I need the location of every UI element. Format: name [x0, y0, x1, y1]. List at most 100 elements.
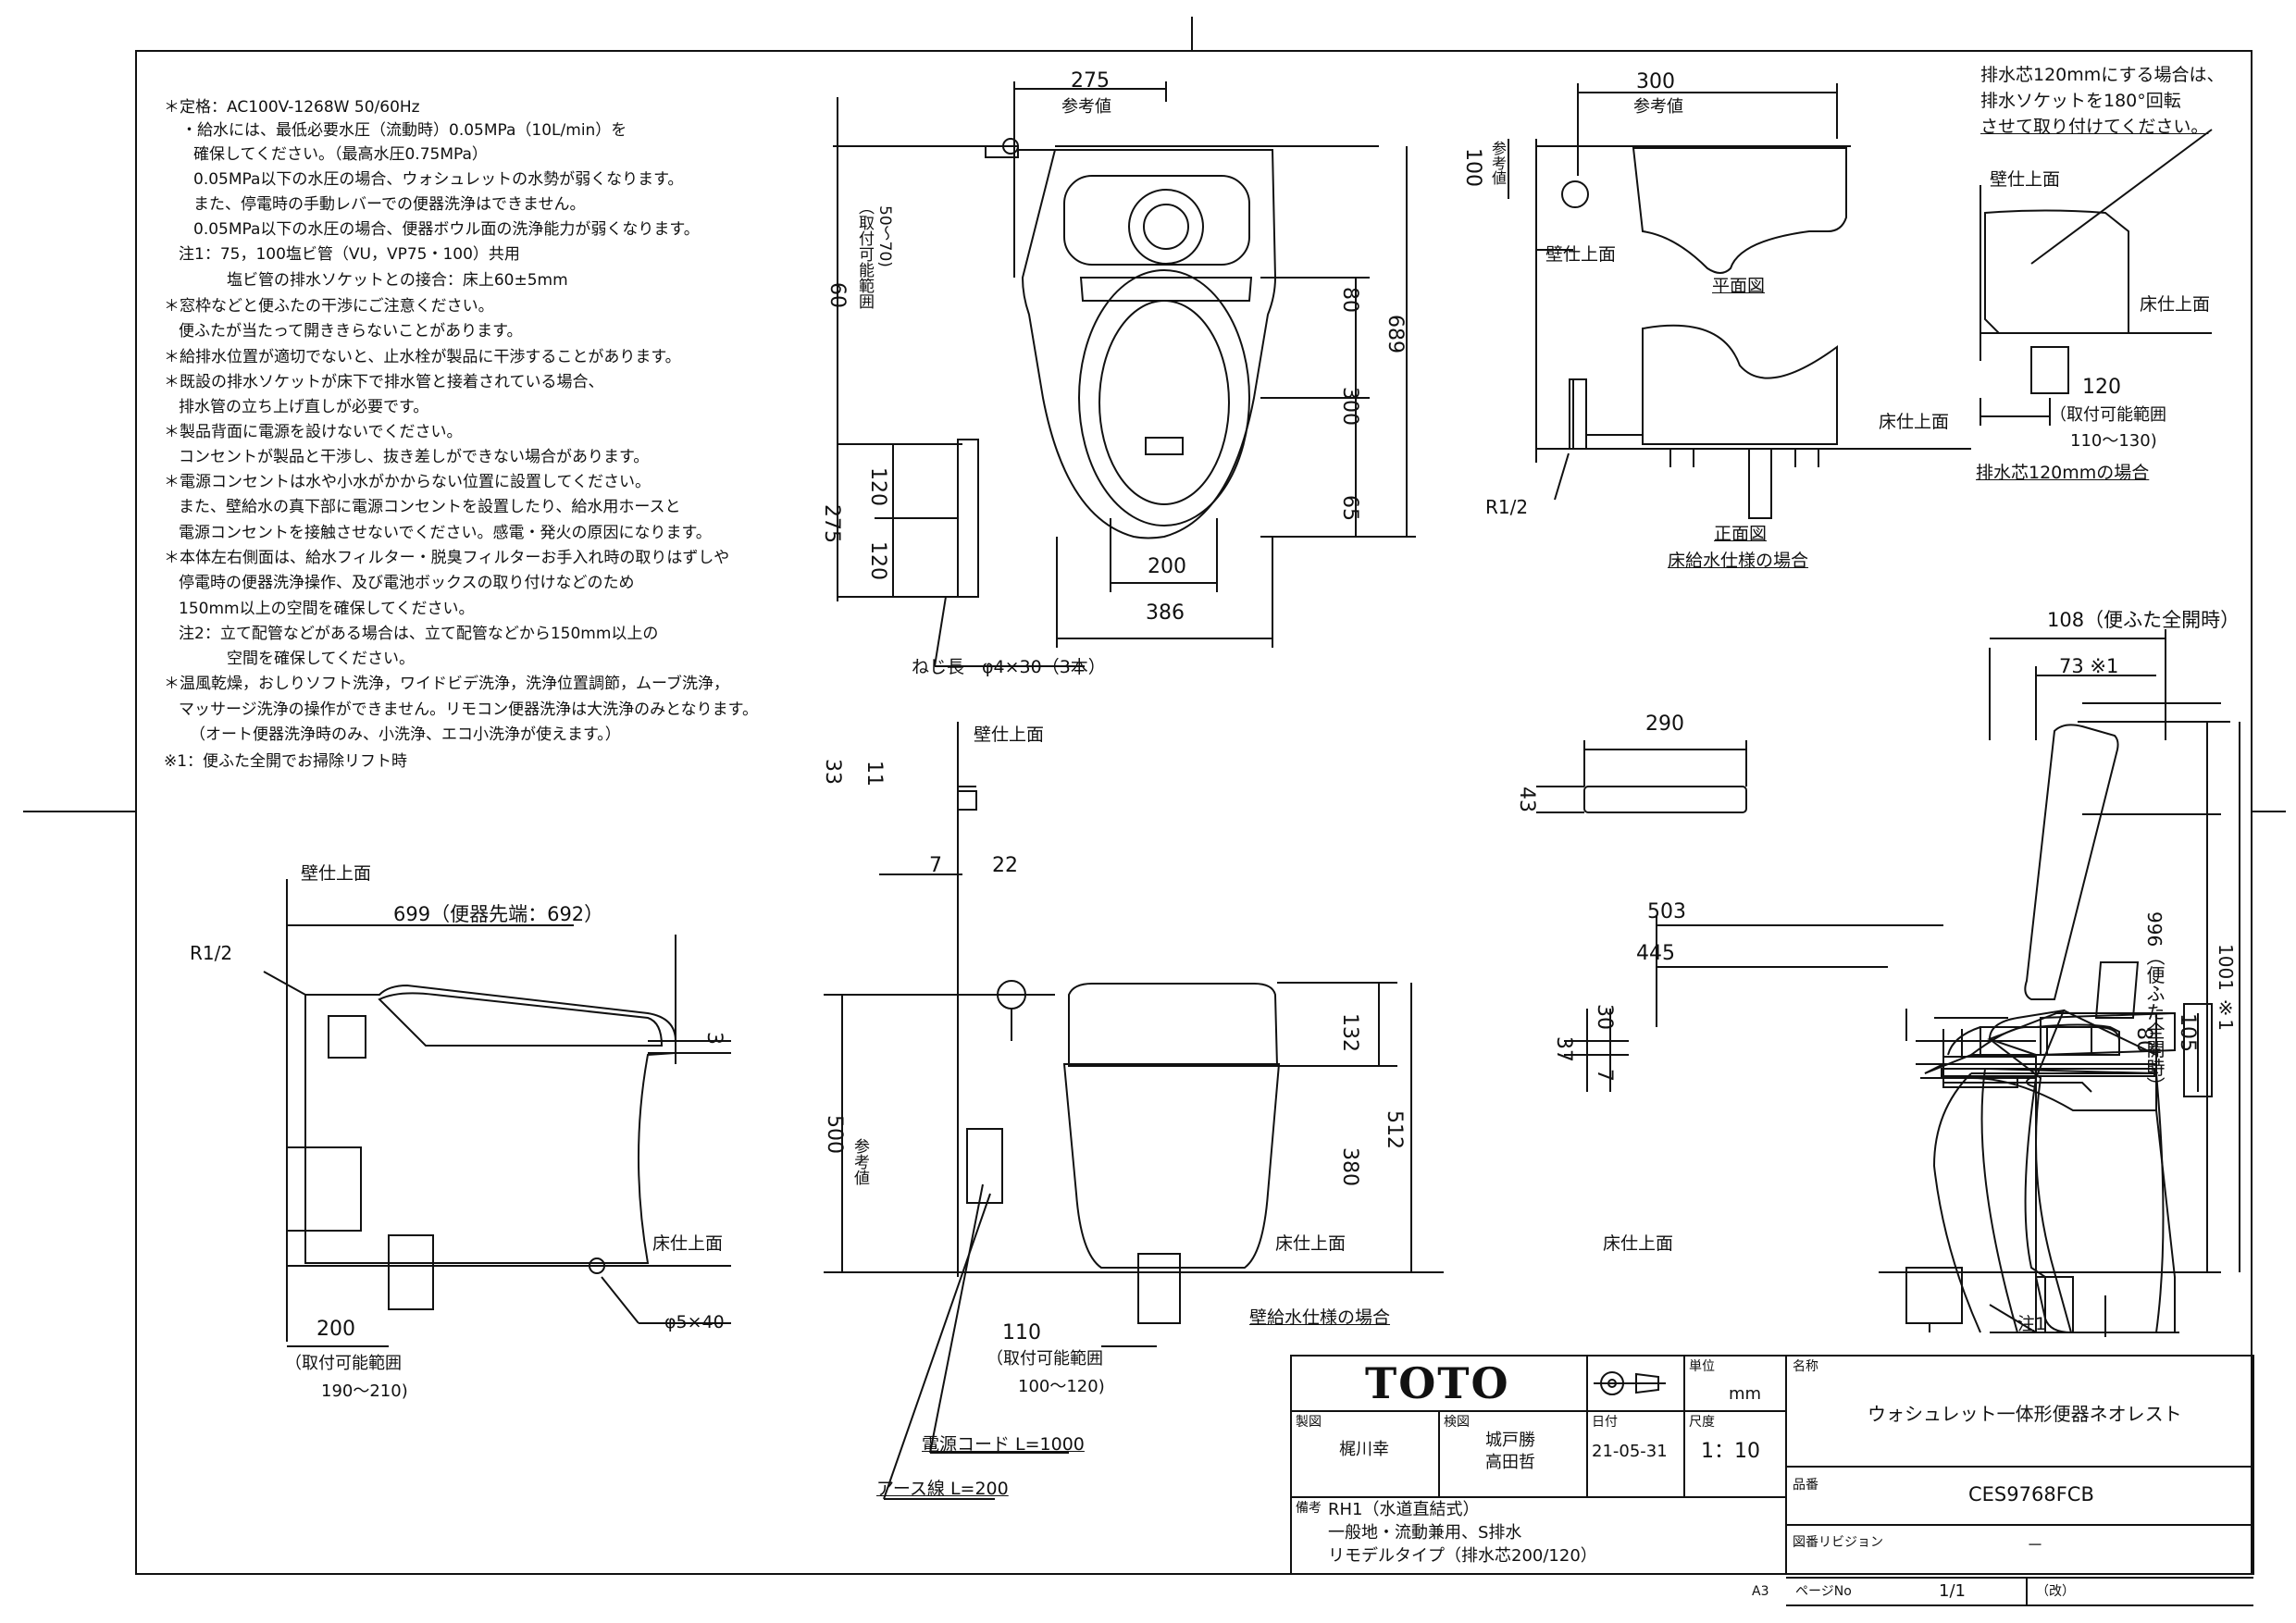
r12-label-top: R1/2 [1485, 496, 1529, 518]
dim-300: 300 [1338, 387, 1361, 426]
rs-bowl-curve [1932, 1072, 1981, 1333]
drain120-note-3: させて取り付けてください。 [1980, 117, 2209, 137]
dim-699: 699（便器先端：692） [393, 903, 604, 925]
wall-surface-label-4: 壁仕上面 [301, 863, 372, 884]
remote-view [1536, 740, 1747, 813]
center-front-view [824, 722, 1444, 1500]
plan-tank-line [1079, 277, 1253, 302]
dim-120b: 120 [866, 541, 889, 580]
remote-body [1583, 786, 1747, 813]
floor-surface-label-4: 床仕上面 [1275, 1233, 1347, 1254]
range-190210: 190～210) [321, 1381, 408, 1401]
remarks-2: 一般地・流動兼用、S排水 [1328, 1523, 1522, 1542]
drawn-label: 製図 [1296, 1415, 1322, 1430]
dim-108: 108（便ふた全開時） [2047, 609, 2240, 631]
dim-200: 200 [1148, 555, 1186, 578]
note-line: 空間を確保してください。 [227, 650, 415, 668]
dim-300b: 300 [1636, 70, 1675, 93]
side-drain [388, 1234, 434, 1310]
plan-nozzle [1145, 437, 1184, 455]
wall-supply-label: 壁給水仕様の場合 [1249, 1307, 1391, 1328]
dim-1001: 1001 ※1 [2215, 944, 2237, 1031]
note-line: ＊給排水位置が適切でないと、止水栓が製品に干渉することがあります。 [164, 348, 681, 366]
date-value: 21-05-31 [1592, 1442, 1668, 1461]
rs-body-front [1988, 1009, 2073, 1334]
note-line: 停電時の便器洗浄操作、及び電池ボックスの取り付けなどのため [179, 574, 635, 592]
wall-surface-label: 壁仕上面 [1545, 244, 1617, 265]
dim-3: 3 [702, 1032, 726, 1045]
dim-7a: 7 [929, 854, 942, 877]
dim-380: 380 [1338, 1147, 1361, 1186]
note-line: また、壁給水の真下部に電源コンセントを設置したり、給水用ホースと [179, 498, 681, 516]
note-line: （オート便器洗浄時のみ、小洗浄、エコ小洗浄が使えます。） [190, 725, 621, 744]
dim-80: 80 [1338, 287, 1361, 313]
note-line: 排水管の立ち上げ直しが必要です。 [179, 398, 429, 416]
checked-label: 検図 [1444, 1415, 1470, 1430]
range-5070: 50～70) [875, 205, 894, 267]
note-line: ＊定格：AC100V-1268W 50/60Hz [164, 98, 420, 117]
dim-60: 60 [825, 282, 849, 308]
bracket [957, 439, 979, 598]
floor-surface-label-3: 床仕上面 [1603, 1233, 1674, 1254]
dim-73: 73 ※1 [2059, 655, 2119, 677]
small-plan-outline [1632, 147, 1847, 274]
note-line: 注1：75，100塩ビ管（VU，VP75・100）共用 [179, 245, 520, 264]
small-plan-valve [1561, 180, 1589, 208]
scale-label: 尺度 [1689, 1415, 1715, 1430]
sheet-size: A3 [1752, 1584, 1769, 1599]
note-line: 0.05MPa以下の水圧の場合、ウォシュレットの水勢が弱くなります。 [193, 170, 684, 189]
note-line: また、停電時の手動レバーでの便器洗浄はできません。 [193, 195, 586, 214]
left-side-view [263, 879, 731, 1347]
plan-seat-hinge [1128, 189, 1204, 265]
note-line: マッサージ洗浄の操作ができません。リモコン便器洗浄は大洗浄のみとなります。 [179, 700, 758, 719]
note-line: ・給水には、最低必要水圧（流動時）0.05MPa（10L/min）を [181, 121, 627, 140]
note-line: コンセントが製品と干渉し、抜き差しができない場合があります。 [179, 448, 650, 466]
front-body [1062, 1063, 1281, 1269]
dim-105: 105 [2176, 1013, 2199, 1052]
floor-surface-label-5: 床仕上面 [652, 1233, 724, 1254]
product-name: ウォシュレット一体形便器ネオレスト [1868, 1403, 2182, 1425]
note-line: ＊製品背面に電源を設けないでください。 [164, 423, 463, 441]
range-label-3: （取付可能範囲 [987, 1349, 1103, 1369]
revision-value: － [2027, 1536, 2043, 1555]
drain120-label: 排水芯120mmの場合 [1976, 463, 2150, 483]
r12-label-side: R1/2 [190, 942, 233, 964]
dim-37: 37 [1552, 1036, 1575, 1062]
plan-view-label: 平面図 [1712, 276, 1766, 296]
side-lid [378, 992, 664, 1047]
dim-7b: 7 [1593, 1069, 1616, 1082]
range-110130: 110～130) [2070, 431, 2157, 451]
product-code: CES9768FCB [1968, 1483, 2094, 1505]
note-line: ＊既設の排水ソケットが床下で排水管と接着されている場合、 [164, 373, 604, 391]
drawn-by: 梶川幸 [1339, 1440, 1389, 1459]
note-line: 注2：立て配管などがある場合は、立て配管などから150mm以上の [179, 625, 659, 643]
note-line: 150mm以上の空間を確保してください。 [179, 600, 475, 618]
rs-vent [2046, 1026, 2092, 1056]
phi-label: φ5×40 [664, 1312, 725, 1332]
small-front-view [1536, 324, 1971, 519]
rs-open-lid [2024, 724, 2119, 1000]
remarks-label: 備考 [1296, 1501, 1322, 1516]
title-block-lines [1290, 1355, 2254, 1606]
dim-11: 11 [863, 761, 886, 787]
drain120-side-view [1980, 129, 2213, 426]
range-label-2: （取付可能範囲 [2050, 405, 2166, 425]
checked-by-2: 高田哲 [1485, 1453, 1535, 1472]
note-line: ＊温風乾燥，おしりソフト洗浄，ワイドビデ洗浄，洗浄位置調節，ムーブ洗浄， [164, 675, 729, 693]
unit-label: 単位 [1689, 1359, 1715, 1374]
toto-logo: TOTO [1365, 1358, 1510, 1408]
earth-wire-label: アース線 L=200 [876, 1479, 1009, 1499]
dim-512: 512 [1383, 1110, 1406, 1149]
dim-689: 689 [1384, 315, 1407, 353]
dim-500: 500 [823, 1115, 846, 1154]
dim-503: 503 [1647, 900, 1686, 923]
ref-label: 参考値 [1061, 97, 1111, 117]
plan-body-outline [1021, 149, 1277, 539]
small-front-outline [1642, 324, 1838, 445]
remarks-1: RH1（水道直結式） [1328, 1500, 1480, 1519]
plan-remote-panel [1063, 175, 1250, 266]
dim-22: 22 [992, 854, 1018, 877]
bracket-view [838, 439, 1085, 667]
note-line: 0.05MPa以下の水圧の場合、便器ボウル面の洗浄能力が弱くなります。 [193, 220, 700, 239]
